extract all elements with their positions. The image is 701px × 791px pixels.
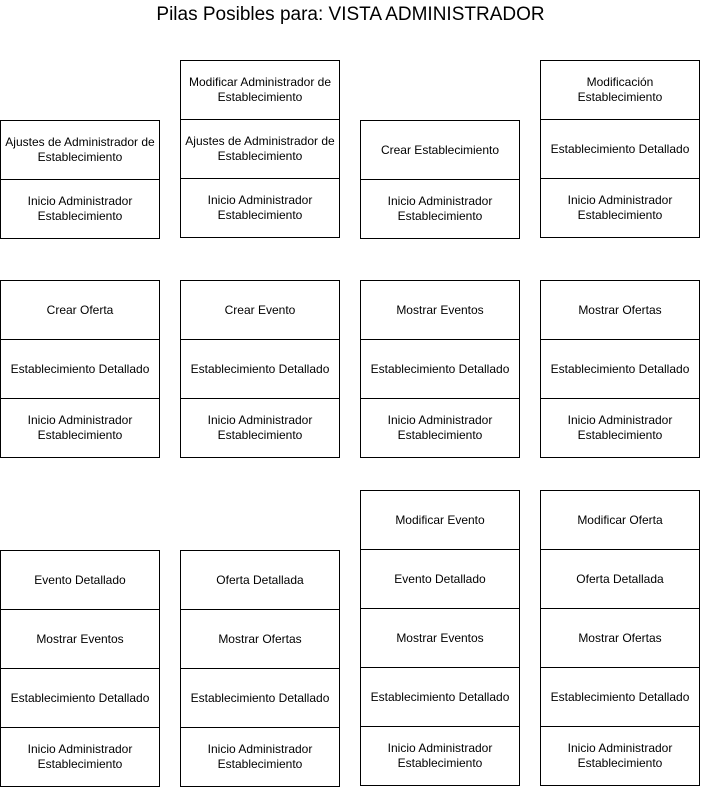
- stack-box: Inicio Administrador Establecimiento: [0, 398, 160, 458]
- stack-box: Ajustes de Administrador de Establecimie…: [180, 119, 340, 179]
- stack-box: Mostrar Ofertas: [540, 608, 700, 668]
- stack-box: Inicio Administrador Establecimiento: [0, 179, 160, 239]
- stack-box: Crear Oferta: [0, 280, 160, 340]
- stack-1: Ajustes de Administrador de Establecimie…: [0, 120, 160, 239]
- stack-box: Inicio Administrador Establecimiento: [360, 398, 520, 458]
- stack-box: Inicio Administrador Establecimiento: [0, 727, 160, 787]
- stack-box: Mostrar Ofertas: [540, 280, 700, 340]
- stack-box: Inicio Administrador Establecimiento: [540, 726, 700, 786]
- stack-box: Inicio Administrador Establecimiento: [180, 178, 340, 238]
- stack-box: Inicio Administrador Establecimiento: [360, 179, 520, 239]
- stack-box: Establecimiento Detallado: [180, 668, 340, 728]
- stack-box: Modificar Evento: [360, 490, 520, 550]
- stack-box: Establecimiento Detallado: [0, 339, 160, 399]
- stack-box: Modificar Oferta: [540, 490, 700, 550]
- stack-box: Crear Establecimiento: [360, 120, 520, 180]
- stack-2: Modificar Administrador de Establecimien…: [180, 60, 340, 238]
- stack-box: Establecimiento Detallado: [540, 667, 700, 727]
- stack-box: Mostrar Eventos: [0, 609, 160, 669]
- stack-box: Mostrar Eventos: [360, 280, 520, 340]
- stack-box: Establecimiento Detallado: [0, 668, 160, 728]
- stack-box: Mostrar Ofertas: [180, 609, 340, 669]
- stack-box: Ajustes de Administrador de Establecimie…: [0, 120, 160, 180]
- stack-box: Modificar Administrador de Establecimien…: [180, 60, 340, 120]
- stack-box: Evento Detallado: [360, 549, 520, 609]
- stack-box: Modificación Establecimiento: [540, 60, 700, 120]
- stack-box: Inicio Administrador Establecimiento: [180, 398, 340, 458]
- stack-box: Establecimiento Detallado: [540, 119, 700, 179]
- stack-box: Evento Detallado: [0, 550, 160, 610]
- stack-box: Inicio Administrador Establecimiento: [180, 727, 340, 787]
- stack-box: Establecimiento Detallado: [360, 667, 520, 727]
- stack-box: Inicio Administrador Establecimiento: [360, 726, 520, 786]
- stack-box: Establecimiento Detallado: [360, 339, 520, 399]
- stack-box: Mostrar Eventos: [360, 608, 520, 668]
- stack-box: Establecimiento Detallado: [180, 339, 340, 399]
- stack-box: Oferta Detallada: [180, 550, 340, 610]
- stack-box: Inicio Administrador Establecimiento: [540, 398, 700, 458]
- stack-box: Oferta Detallada: [540, 549, 700, 609]
- stack-box: Establecimiento Detallado: [540, 339, 700, 399]
- stack-box: Inicio Administrador Establecimiento: [540, 178, 700, 238]
- stack-box: Crear Evento: [180, 280, 340, 340]
- diagram-title: Pilas Posibles para: VISTA ADMINISTRADOR: [156, 4, 545, 25]
